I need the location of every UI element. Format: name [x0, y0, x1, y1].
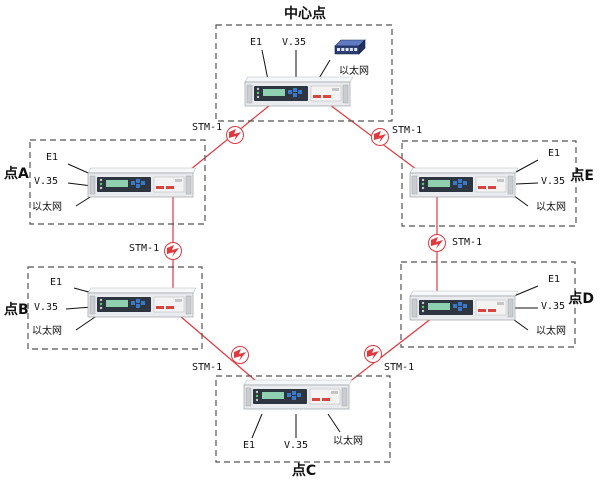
- lead-ethernet-center: [317, 59, 331, 81]
- lead-e1-center: [261, 49, 269, 81]
- port-label-v35-b: V.35: [34, 302, 58, 313]
- lightning-bolt-icon: [428, 234, 446, 252]
- node-box-d: [400, 261, 576, 348]
- node-title-a: 点A: [4, 165, 29, 182]
- link-label-stm1: STM-1: [192, 122, 222, 133]
- port-label-v35-center: V.35: [282, 37, 306, 48]
- port-label-v35-c: V.35: [284, 440, 308, 451]
- link-label-stm1: STM-1: [384, 362, 414, 373]
- port-label-ethernet-c: 以太网: [333, 434, 363, 447]
- node-a: 点A E1V.35 以太网: [4, 152, 99, 213]
- node-title-e: 点E: [570, 167, 594, 184]
- port-label-v35-a: V.35: [34, 176, 58, 187]
- node-d: 点D E1V.35 以太网: [505, 274, 594, 337]
- link-label-stm1: STM-1: [392, 125, 422, 136]
- port-label-e1-center: E1: [250, 37, 262, 48]
- lead-e1-d: [513, 285, 539, 297]
- port-label-ethernet-center: 以太网: [339, 64, 369, 77]
- port-label-ethernet-e: 以太网: [536, 200, 566, 213]
- node-title-d: 点D: [568, 290, 594, 307]
- sdh-mux-icon: [87, 287, 197, 318]
- link-label-stm1: STM-1: [129, 243, 159, 254]
- ethernet-switch-icon: [334, 39, 366, 55]
- node-b: 点B E1V.35 以太网: [4, 277, 99, 337]
- port-label-e1-d: E1: [548, 274, 560, 285]
- sdh-mux-icon: [87, 167, 197, 198]
- port-label-v35-d: V.35: [541, 301, 565, 312]
- lightning-bolt-icon: [364, 345, 382, 363]
- node-box-center: [215, 24, 393, 122]
- node-box-a: [29, 139, 206, 225]
- node-title-b: 点B: [4, 301, 29, 318]
- port-label-ethernet-d: 以太网: [536, 324, 566, 337]
- port-label-e1-e: E1: [548, 148, 560, 159]
- link-label-stm1: STM-1: [192, 362, 222, 373]
- node-e: 点E E1V.35 以太网: [505, 148, 594, 213]
- port-label-ethernet-b: 以太网: [32, 324, 62, 337]
- lead-e1-e: [515, 159, 539, 173]
- lightning-bolt-icon: [164, 242, 182, 260]
- lightning-bolt-icon: [226, 126, 244, 144]
- port-label-e1-c: E1: [243, 440, 255, 451]
- link-label-stm1: STM-1: [452, 237, 482, 248]
- port-label-v35-e: V.35: [541, 176, 565, 187]
- lead-ethernet-c: [327, 413, 341, 433]
- sdh-mux-icon: [409, 167, 519, 198]
- node-title-center: 中心点: [284, 5, 326, 22]
- sdh-mux-icon: [243, 379, 353, 410]
- stm1-link-center-a: [179, 104, 271, 179]
- lead-ethernet-b: [75, 314, 99, 331]
- node-center: 中心点 E1 V.35 以太网: [250, 5, 369, 81]
- sdh-mux-icon: [244, 76, 354, 107]
- port-label-e1-b: E1: [50, 277, 62, 288]
- ring-links: [172, 104, 438, 394]
- node-c: 点C E1 V.35 以太网: [243, 413, 363, 479]
- port-label-e1-a: E1: [46, 152, 58, 163]
- node-box-e: [401, 140, 577, 227]
- node-title-c: 点C: [292, 462, 316, 479]
- lead-v35-e: [515, 182, 539, 185]
- lead-e1-c: [251, 413, 263, 439]
- lightning-bolt-icon: [231, 346, 249, 364]
- node-box-b: [27, 266, 203, 350]
- lightning-bolt-icon: [371, 128, 389, 146]
- port-label-ethernet-a: 以太网: [32, 200, 62, 213]
- sdh-mux-icon: [409, 290, 519, 321]
